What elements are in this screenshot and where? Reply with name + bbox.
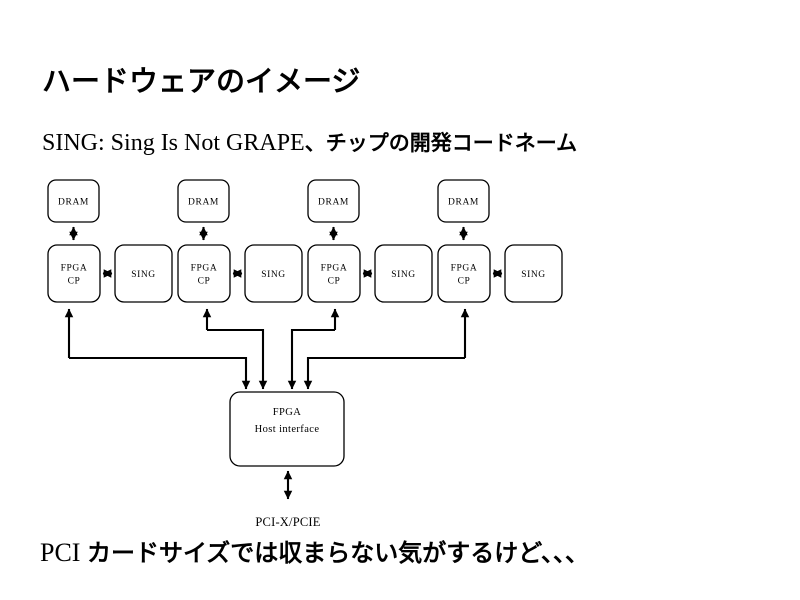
fpga-cp-box-1[interactable]: [47, 244, 101, 303]
subtitle-japanese-text: 、チップの開発コードネーム: [304, 131, 578, 155]
fpga-cp-label-4-line2: CP: [458, 277, 471, 287]
sing-box-3[interactable]: [374, 244, 433, 303]
caption-latin-text: PCI: [40, 538, 87, 567]
cluster-column-4: DRAM FPGA CP SING: [437, 179, 563, 303]
sing-label-1: SING: [131, 270, 156, 280]
sing-box-4[interactable]: [504, 244, 563, 303]
route-bus-1: [69, 356, 251, 390]
fpga-cp-box-2[interactable]: [177, 244, 231, 303]
fpga-cp-label-3-line1: FPGA: [321, 264, 348, 274]
route-bus-2: [207, 328, 268, 390]
fpga-cp-box-4[interactable]: [437, 244, 491, 303]
fpga-cp-label-1-line2: CP: [68, 277, 81, 287]
dram-box-3[interactable]: [307, 179, 360, 223]
route-bus-3: [287, 328, 335, 390]
pci-bus-label: PCI-X/PCIE: [255, 515, 320, 529]
sing-label-2: SING: [261, 270, 286, 280]
route-bus-4: [303, 356, 465, 390]
dram-label-4: DRAM: [448, 198, 479, 208]
fpga-cp-label-4-line1: FPGA: [451, 264, 478, 274]
cluster-column-2: DRAM FPGA CP SING: [177, 179, 303, 303]
fpga-cp-label-2-line1: FPGA: [191, 264, 218, 274]
sing-box-2[interactable]: [244, 244, 303, 303]
fpga-host-interface-box[interactable]: [229, 391, 345, 467]
slide-caption: PCI カードサイズでは収まらない気がするけど、、、: [40, 538, 589, 569]
dram-box-2[interactable]: [177, 179, 230, 223]
fpga-cp-label-1-line1: FPGA: [61, 264, 88, 274]
host-label-line2: Host interface: [255, 424, 320, 435]
fpga-cp-box-3[interactable]: [307, 244, 361, 303]
dram-box-1[interactable]: [47, 179, 100, 223]
subtitle-latin-text: SING: Sing Is Not GRAPE: [42, 130, 305, 156]
dram-label-1: DRAM: [58, 198, 89, 208]
dram-label-3: DRAM: [318, 198, 349, 208]
sing-box-1[interactable]: [114, 244, 173, 303]
sing-label-4: SING: [521, 270, 546, 280]
slide-subtitle: SING: Sing Is Not GRAPE、チップの開発コードネーム: [42, 129, 577, 157]
sing-label-3: SING: [391, 270, 416, 280]
page-title: ハードウェアのイメージ: [42, 64, 361, 98]
caption-japanese-text: カードサイズでは収まらない気がするけど、、、: [86, 539, 590, 567]
cluster-column-1: DRAM FPGA CP SING: [47, 179, 173, 303]
dram-label-2: DRAM: [188, 198, 219, 208]
fpga-cp-label-2-line2: CP: [198, 277, 211, 287]
host-label-line1: FPGA: [273, 407, 301, 418]
cluster-column-3: DRAM FPGA CP SING: [307, 179, 433, 303]
fpga-cp-label-3-line2: CP: [328, 277, 341, 287]
dram-box-4[interactable]: [437, 179, 490, 223]
